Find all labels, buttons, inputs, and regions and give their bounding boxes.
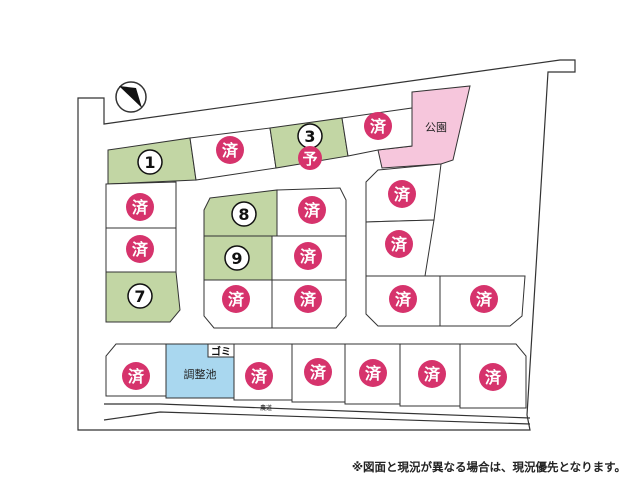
sold-label: 済: [304, 201, 321, 220]
site-boundary: [77, 59, 576, 431]
lot-21[interactable]: 済: [359, 359, 387, 387]
sold-marker: [245, 362, 273, 390]
lot-16[interactable]: 済: [389, 285, 417, 313]
lot-3[interactable]: 3予: [297, 123, 323, 170]
sold-label: 済: [300, 247, 317, 266]
sold-marker: [418, 360, 446, 388]
trash-label: ゴミ: [211, 345, 231, 358]
pond-label: 調整池: [184, 367, 217, 381]
sold-marker: [479, 363, 507, 391]
road-label: 農道: [260, 404, 272, 412]
lot-12[interactable]: 済: [222, 285, 250, 313]
sold-label: 済: [365, 364, 382, 383]
lot-number-badge: [137, 149, 163, 175]
sold-marker: [364, 112, 392, 140]
lot-23[interactable]: 済: [479, 363, 507, 391]
sold-label: 済: [424, 365, 441, 384]
lot-13[interactable]: 済: [294, 285, 322, 313]
lot-11[interactable]: 済: [294, 242, 322, 270]
trash-area: [207, 343, 235, 358]
sold-marker: [304, 358, 332, 386]
sold-label: 済: [476, 290, 493, 309]
lot-14[interactable]: 済: [388, 180, 416, 208]
sold-label: 済: [132, 198, 149, 217]
sold-label: 済: [222, 141, 239, 160]
lot-10[interactable]: 済: [298, 196, 326, 224]
lot-number: 9: [231, 249, 242, 268]
lot-number-badge: [127, 283, 153, 309]
north-arrow-icon: [115, 81, 147, 113]
sold-label: 済: [132, 240, 149, 259]
sold-label: 済: [300, 290, 317, 309]
sold-label: 済: [394, 185, 411, 204]
lot-6[interactable]: 済: [126, 235, 154, 263]
lot-number: 3: [304, 127, 315, 146]
bottom-row: [105, 343, 527, 409]
reserved-label: 予: [302, 150, 317, 168]
lot-20[interactable]: 済: [304, 358, 332, 386]
park-label: 公園: [425, 121, 447, 134]
lot-7[interactable]: 7: [127, 283, 153, 309]
lot-22[interactable]: 済: [418, 360, 446, 388]
reserved-marker: [298, 146, 322, 170]
sold-marker: [359, 359, 387, 387]
lot-9[interactable]: 9: [224, 245, 250, 271]
sold-marker: [385, 230, 413, 258]
lot-19[interactable]: 済: [245, 362, 273, 390]
sold-marker: [470, 285, 498, 313]
lot-5[interactable]: 済: [126, 193, 154, 221]
sold-marker: [222, 285, 250, 313]
sold-label: 済: [128, 367, 145, 386]
sold-label: 済: [228, 290, 245, 309]
sold-label: 済: [251, 367, 268, 386]
sold-label: 済: [310, 363, 327, 382]
disclaimer-note: ※図面と現況が異なる場合は、現況優先となります。: [351, 460, 626, 474]
lot-17[interactable]: 済: [470, 285, 498, 313]
sold-label: 済: [370, 117, 387, 136]
sold-marker: [294, 285, 322, 313]
sold-label: 済: [391, 235, 408, 254]
lot-number: 8: [238, 205, 249, 224]
lot-15[interactable]: 済: [385, 230, 413, 258]
lot-number: 1: [144, 153, 155, 172]
sold-marker: [216, 136, 244, 164]
sold-marker: [389, 285, 417, 313]
lot-8[interactable]: 8: [231, 201, 257, 227]
sold-marker: [126, 235, 154, 263]
lot-number: 7: [134, 287, 145, 306]
lot-4[interactable]: 済: [364, 112, 392, 140]
lot-markers: 1済3予済済済789済済済済済済済済済済済済済済: [122, 112, 507, 391]
lot-18[interactable]: 済: [122, 362, 150, 390]
sold-marker: [122, 362, 150, 390]
sold-marker: [294, 242, 322, 270]
lot-number-badge: [231, 201, 257, 227]
sold-marker: [388, 180, 416, 208]
lot-number-badge: [224, 245, 250, 271]
sold-marker: [298, 196, 326, 224]
sold-label: 済: [485, 368, 502, 387]
lot-1[interactable]: 1: [137, 149, 163, 175]
sold-marker: [126, 193, 154, 221]
lot-2[interactable]: 済: [216, 136, 244, 164]
sold-label: 済: [395, 290, 412, 309]
